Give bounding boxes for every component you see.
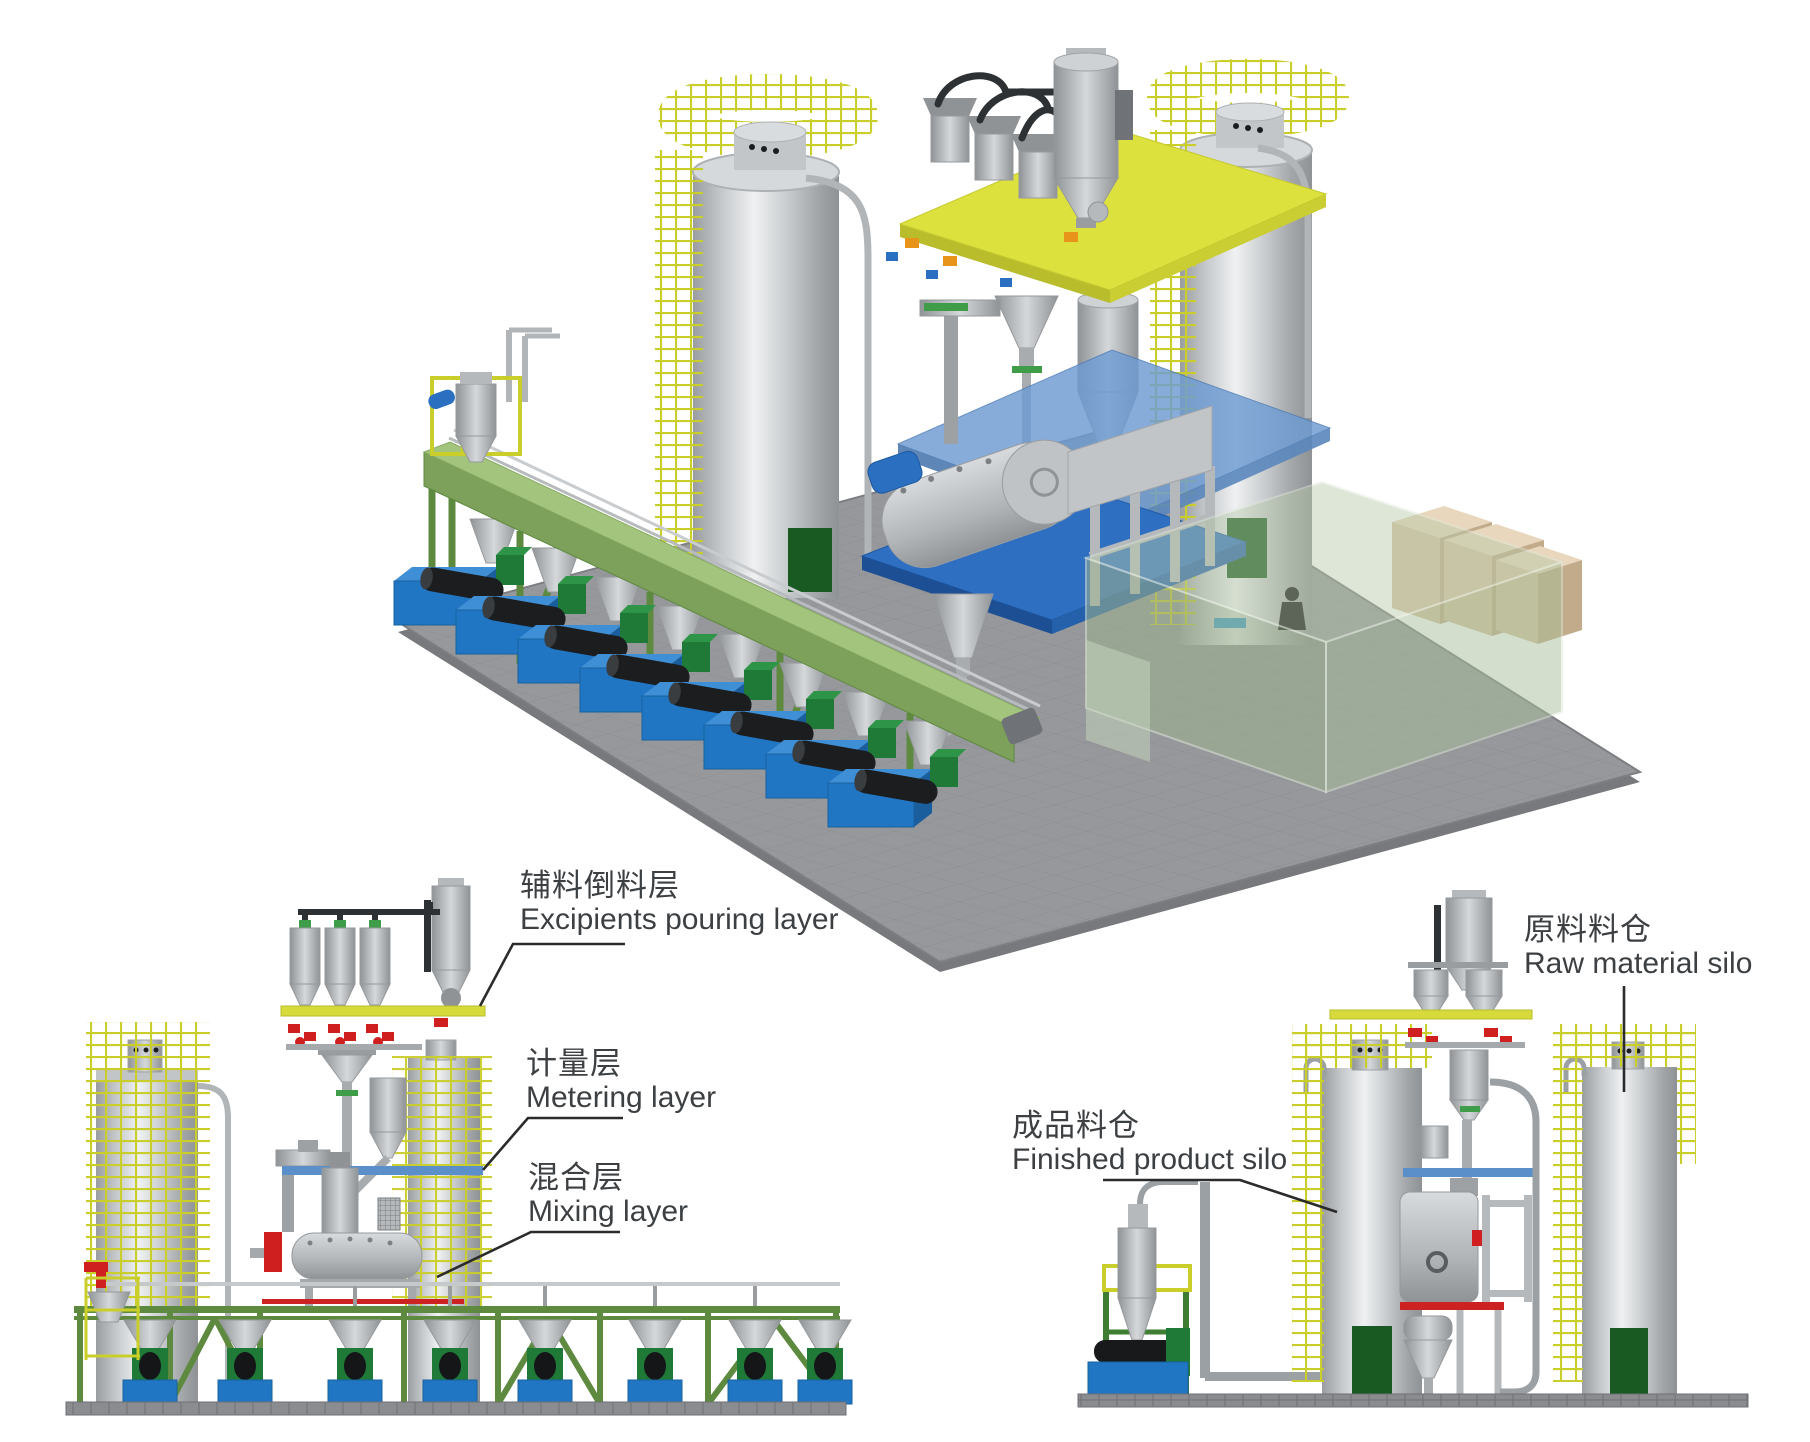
side-discharge-hopper [1403,1310,1502,1396]
side-tower [1329,890,1540,1396]
finished-silo-leader-line [1103,1178,1338,1214]
conveyor-beam [422,428,1043,763]
side-screw-conveyor [1094,1340,1186,1363]
side-floor [1077,1393,1749,1408]
label-raw-zh: 原料料仓 [1524,912,1652,947]
side-twin-hoppers [1413,969,1503,1013]
bag-dump-conveyor [393,327,1043,828]
elev-mixer-red-valve [264,1232,282,1272]
silo-left-pipe [805,174,872,556]
label-mixing-zh: 混合层 [528,1160,624,1195]
mixer-motor [867,450,923,494]
silo-right-pipe [1257,144,1312,418]
mixer-discharge-hopper [932,593,994,659]
elev-stations [122,1319,853,1405]
side-return-pipe [1489,1078,1540,1396]
side-blue-platform-bar [1403,1168,1533,1177]
leader-lines [436,942,1626,1279]
side-red-platform-bar [1400,1302,1504,1310]
front-elevation [65,878,853,1416]
enclosure-doorway [1086,640,1150,762]
label-raw-en: Raw material silo [1524,947,1753,981]
label-finished-zh: 成品料仓 [1012,1108,1140,1143]
platform-feeder [919,299,1001,444]
label-excipients-en: Excipients pouring layer [520,903,839,937]
label-excipients-zh: 辅料倒料层 [520,868,680,903]
elev-excipients-platform-bar [280,1005,486,1017]
side-silo-raw-cage [1553,1024,1583,1382]
label-metering-en: Metering layer [526,1081,717,1115]
side-mill [1399,1178,1532,1310]
conveyor-head-filter [428,327,560,463]
conveyor-drive-motor [1001,707,1043,745]
elev-tower [250,878,486,1306]
label-metering-zh: 计量层 [526,1046,622,1081]
silo-left-cage-ladder [655,150,703,582]
label-mixing-en: Mixing layer [528,1195,689,1229]
side-feeder-base [1087,1361,1189,1399]
excipients-leader-line [478,942,625,1007]
excipients-platform [898,129,1328,303]
mixing-tower [860,48,1332,738]
packing-enclosure [1082,480,1582,794]
isometric-overview [393,48,1643,972]
platform-valves [886,201,1109,287]
side-vacuum-feeder [1087,1179,1320,1399]
silo-left [655,74,878,598]
side-silo-raw-door [1610,1328,1648,1394]
elev-red-valves [288,1018,448,1047]
side-silo-finished [1292,1024,1432,1398]
side-red-valves [1408,1028,1512,1044]
label-mixing-layer: 混合层 Mixing layer [528,1160,688,1229]
metering-leader-line [482,1116,623,1171]
side-cyclone [1449,1049,1489,1182]
elev-excipient-hoppers [289,920,391,1006]
elev-floor [65,1401,847,1416]
elev-side-feeder [275,1140,331,1232]
label-excipients-pouring-layer: 辅料倒料层 Excipients pouring layer [520,868,839,937]
side-silo-finished-door [1352,1326,1392,1394]
operator-figure [1278,587,1306,630]
ribbon-mixer [867,405,1215,738]
elev-dust-collector [431,885,471,971]
silo-left-door [788,528,832,592]
side-yellow-platform-bar [1329,1009,1533,1020]
unloading-stations [393,518,966,828]
label-metering-layer: 计量层 Metering layer [526,1046,716,1115]
side-dust-collector [1445,897,1493,967]
label-finished-en: Finished product silo [1012,1143,1288,1177]
mixer-support-frame [1067,405,1215,606]
mixing-leader-line [436,1230,620,1279]
dust-collector [1053,48,1133,228]
label-raw-material-silo: 原料料仓 Raw material silo [1524,912,1752,981]
elev-silo-discharge [84,1262,140,1360]
side-silo-raw [1553,1024,1696,1397]
label-finished-product-silo: 成品料仓 Finished product silo [1012,1108,1287,1177]
side-elevation [1077,890,1749,1408]
elev-metering-platform-bar [282,1166,483,1175]
